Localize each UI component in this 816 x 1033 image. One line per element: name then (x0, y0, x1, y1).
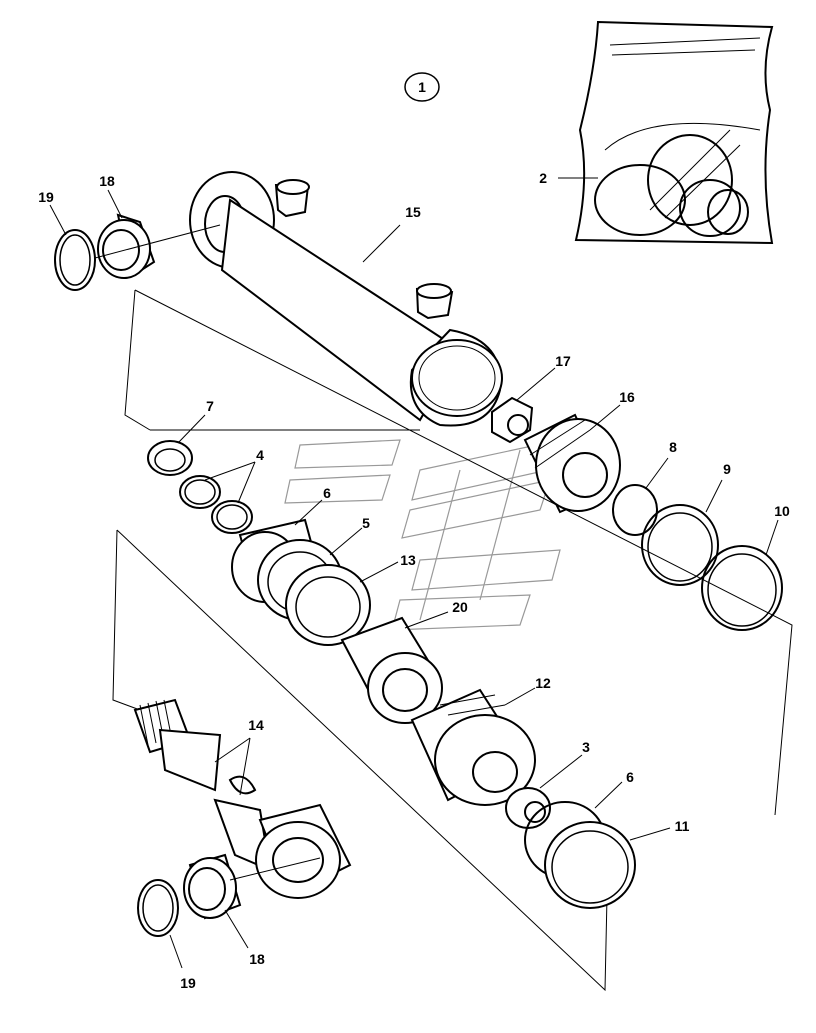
label-16: 16 (619, 389, 635, 405)
label-7: 7 (206, 398, 214, 414)
label-4: 4 (256, 447, 264, 463)
label-2: 2 (539, 170, 547, 186)
snap-ring-top (54, 229, 96, 291)
piston-nut (505, 787, 551, 829)
label-19-bottom: 19 (180, 975, 196, 991)
label-9: 9 (723, 461, 731, 477)
rod-seal (285, 564, 371, 646)
bushing-bottom (183, 853, 242, 920)
gland-head (523, 413, 621, 514)
label-18-bottom: 18 (249, 951, 265, 967)
label-15: 15 (405, 204, 421, 220)
label-6-upper: 6 (323, 485, 331, 501)
wiper-seal (147, 440, 193, 476)
rod-eye (255, 803, 352, 899)
label-12: 12 (535, 675, 551, 691)
static-o-ring (612, 484, 658, 536)
cylinder-barrel (189, 171, 503, 427)
spacer-tube (340, 616, 443, 724)
label-8: 8 (669, 439, 677, 455)
label-19-top: 19 (38, 189, 54, 205)
label-13: 13 (400, 552, 416, 568)
label-11: 11 (675, 818, 690, 834)
label-3: 3 (582, 739, 590, 755)
hex-fitting (491, 396, 534, 444)
assembly-label: 1 (418, 79, 426, 95)
label-6-lower: 6 (626, 769, 634, 785)
assembly-callout: 1 (404, 72, 440, 102)
o-ring-pair (179, 475, 253, 534)
bushing-top (97, 213, 156, 279)
label-17: 17 (555, 353, 571, 369)
gland-o-ring (701, 545, 783, 631)
piston-seal (544, 821, 636, 909)
label-10: 10 (774, 503, 790, 519)
label-18-top: 18 (99, 173, 115, 189)
seal-kit-bag (574, 20, 774, 245)
label-14: 14 (248, 717, 264, 733)
label-5: 5 (362, 515, 370, 531)
label-20: 20 (452, 599, 468, 615)
snap-ring-bottom (137, 879, 179, 937)
gland-backup-ring (641, 504, 719, 586)
piston (410, 688, 536, 806)
